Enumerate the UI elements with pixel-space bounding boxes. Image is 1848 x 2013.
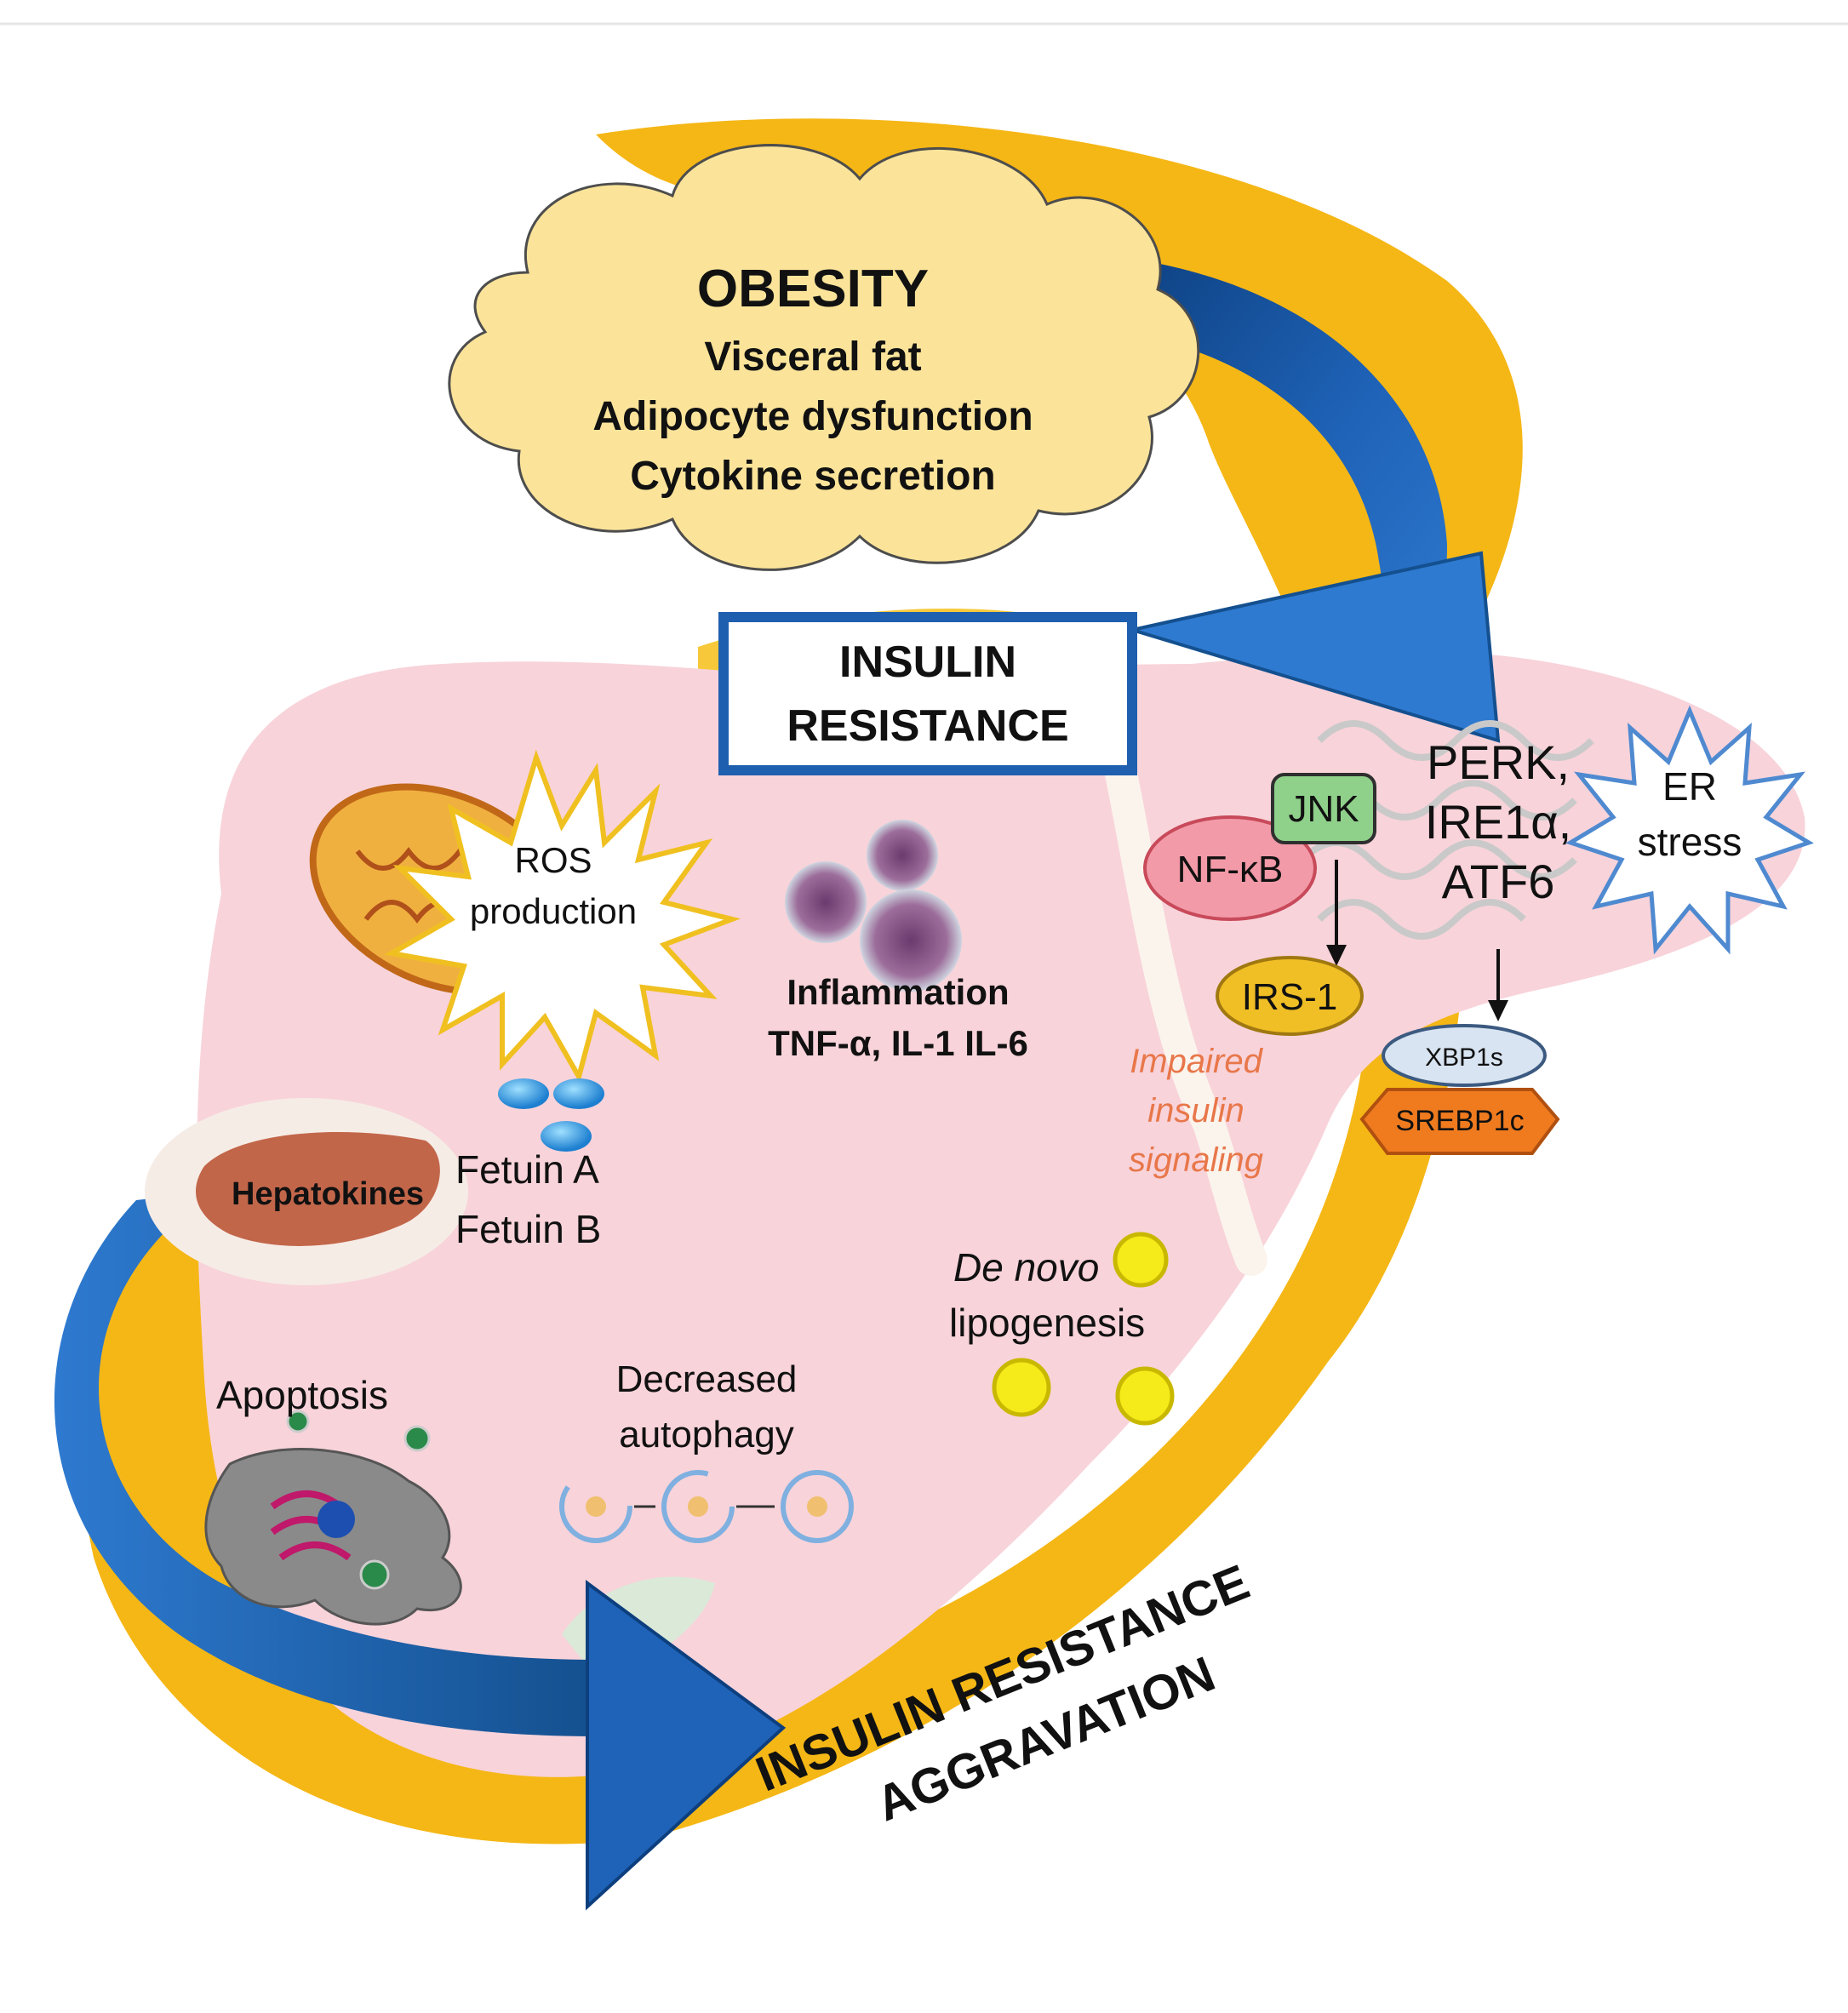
fetuin-droplet-icon (541, 1121, 592, 1152)
arrowhead (1488, 1000, 1508, 1021)
cargo-icon (688, 1496, 708, 1517)
lower-blue-arrow (54, 1192, 596, 1736)
srebp1c-node (1359, 1088, 1560, 1155)
immune-cell-icon (867, 820, 938, 891)
insulin-resistance-line2: RESISTANCE (787, 701, 1068, 751)
liver-organ-icon (196, 1132, 440, 1246)
insulin-resistance-box (718, 612, 1137, 775)
apoptotic-nucleus-icon (318, 1501, 355, 1538)
impaired-line3: signaling (1129, 1141, 1263, 1179)
lower-arrow-head (586, 1580, 787, 1911)
xbp1s-node (1382, 1024, 1547, 1087)
autophagy-line2: autophagy (619, 1414, 794, 1455)
obesity-line2: Adipocyte dysfunction (592, 394, 1033, 439)
liver-lobe-divider (1090, 690, 1267, 1276)
obesity-cloud (448, 144, 1200, 571)
srebp1c-label: SREBP1c (1395, 1105, 1524, 1137)
lipid-droplet-icon (992, 1358, 1051, 1417)
ros-starburst (384, 749, 741, 1084)
apoptotic-body-icon (286, 1410, 310, 1433)
inflammation-line2: TNF-α, IL-1 IL-6 (768, 1023, 1028, 1063)
hepatokines-label: Hepatokines (232, 1176, 424, 1212)
xbp1s-label: XBP1s (1425, 1044, 1503, 1072)
irs1-node (1216, 956, 1364, 1036)
impaired-line2: insulin (1147, 1092, 1244, 1129)
autolysosome-icon (781, 1470, 854, 1543)
immune-cell-icon (860, 889, 962, 992)
fetuin-droplet-icon (553, 1078, 604, 1109)
lipid-droplet-icon (1113, 1232, 1169, 1288)
fetuin-b-label: Fetuin B (455, 1207, 601, 1251)
perk-label: PERK, (1427, 735, 1570, 789)
apoptotic-body-icon (403, 1425, 431, 1452)
arrowhead (1326, 945, 1347, 966)
gold-orbit-band (80, 118, 1523, 1844)
ros-line2: production (470, 891, 637, 931)
er-membrane-icon (1300, 720, 1594, 940)
atf6-label: ATF6 (1442, 855, 1555, 908)
insulin-resistance-line1: INSULIN (839, 638, 1016, 687)
fetuin-droplet-icon (498, 1078, 549, 1109)
lipogenesis-line2: lipogenesis (949, 1301, 1145, 1345)
cargo-icon (807, 1496, 827, 1517)
nfkb-label: NF-κB (1177, 849, 1284, 890)
ire1a-label: IRE1α, (1425, 795, 1571, 849)
obesity-line3: Cytokine secretion (630, 454, 995, 499)
upper-arrow-head (1125, 551, 1501, 743)
fetuin-a-label: Fetuin A (455, 1147, 599, 1192)
apoptosis-label: Apoptosis (216, 1373, 388, 1417)
jnk-node (1271, 773, 1376, 844)
autophagy-line1: Decreased (616, 1358, 798, 1400)
ros-line1: ROS (514, 840, 592, 880)
autophagosome-icon (559, 1470, 632, 1543)
lipid-droplet-icon (1115, 1366, 1175, 1426)
apoptotic-body-icon (359, 1559, 390, 1590)
cargo-icon (586, 1496, 606, 1517)
irs1-label: IRS-1 (1242, 976, 1337, 1018)
lipogenesis-line1: De novo (953, 1245, 1099, 1290)
inflammation-line1: Inflammation (787, 972, 1009, 1012)
er-stress-starburst (1565, 705, 1814, 955)
impaired-line1: Impaired (1130, 1043, 1263, 1080)
upper-blue-arrow (1107, 255, 1447, 698)
er-stress-line2: stress (1638, 820, 1742, 864)
immune-cell-icon (785, 861, 867, 943)
jnk-label: JNK (1288, 788, 1359, 830)
er-stress-line1: ER (1662, 764, 1717, 809)
autophagosome-icon (661, 1470, 735, 1543)
obesity-line1: Visceral fat (704, 335, 921, 380)
nfkb-node (1143, 815, 1317, 921)
obesity-title: OBESITY (697, 260, 929, 318)
